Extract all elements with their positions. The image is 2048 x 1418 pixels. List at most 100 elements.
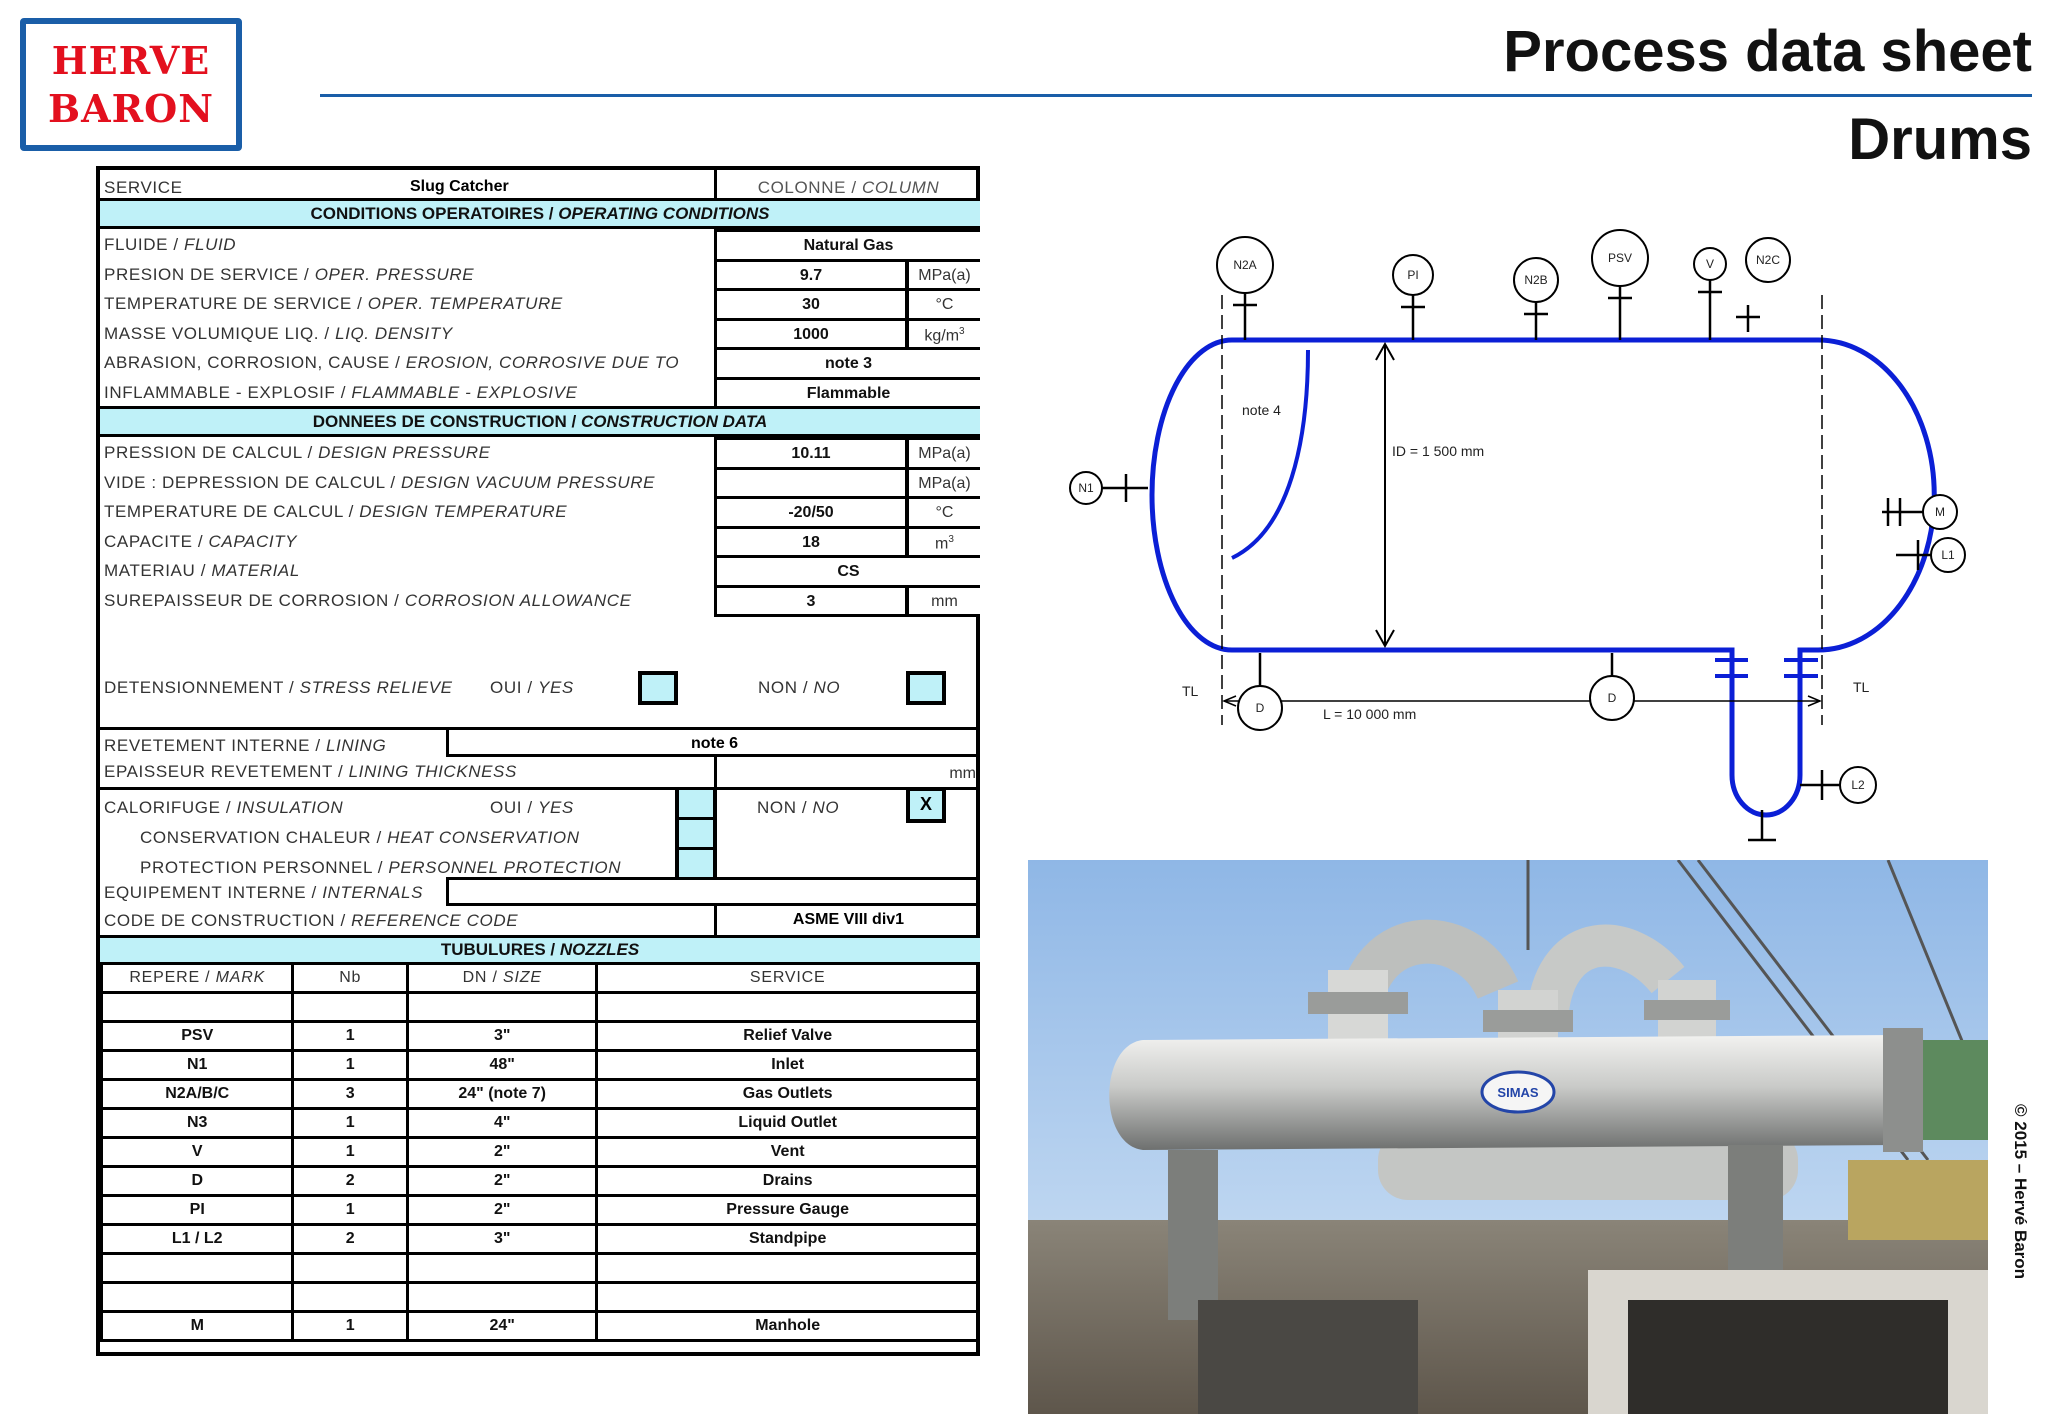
nozzle-mark-cell: N1 xyxy=(99,1049,295,1081)
heat-conservation-label: CONSERVATION CHALEUR / HEAT CONSERVATION xyxy=(140,828,580,847)
page-title: Process data sheet xyxy=(1503,19,2032,84)
insulation-block: CALORIFUGE / INSULATION OUI / YES CONSER… xyxy=(100,787,980,880)
con-unit-1: MPa(a) xyxy=(908,466,980,499)
con-unit-2: °C xyxy=(908,496,980,529)
nozzle-size-cell: 4" xyxy=(406,1107,599,1139)
lining-thickness-field[interactable]: mm xyxy=(714,757,980,787)
nozzle-row xyxy=(99,991,980,1023)
concrete-pit xyxy=(1628,1300,1948,1414)
nozzle-service-cell: Relief Valve xyxy=(595,1020,980,1052)
noz-band-en: NOZZLES xyxy=(559,940,640,959)
nozzle-nb-cell xyxy=(291,1252,410,1284)
nozzle-service-cell: Standpipe xyxy=(595,1223,980,1255)
heat-conservation-checkbox[interactable] xyxy=(679,820,713,850)
op-value-4: note 3 xyxy=(714,347,980,380)
mark-header: REPERE / MARK xyxy=(99,962,295,994)
insulation-no-checkbox[interactable]: X xyxy=(906,787,946,823)
nozzle-size-cell xyxy=(406,1252,599,1284)
tl-left: TL xyxy=(1182,683,1199,699)
tangent-lines xyxy=(1221,295,1823,725)
con-value-5: 3 xyxy=(714,584,908,617)
nozzle-balloon-l1: L1 xyxy=(1930,537,1966,573)
nozzle-balloon-pi: PI xyxy=(1392,254,1434,296)
op-unit-1: MPa(a) xyxy=(908,258,980,291)
con-label-5: SUREPAISSEUR DE CORROSION / CORROSION AL… xyxy=(104,590,632,610)
stress-yes-label: OUI / YES xyxy=(490,678,574,697)
pipe-bend-2 xyxy=(1527,924,1685,1014)
operating-conditions-band: CONDITIONS OPERATOIRES / OPERATING CONDI… xyxy=(100,198,980,229)
nozzle-service-cell xyxy=(595,1281,980,1313)
internal-baffle xyxy=(1231,349,1310,560)
herve-baron-logo: HERVE BARON xyxy=(20,18,242,151)
svg-text:M: M xyxy=(1935,505,1945,519)
stress-no-checkbox[interactable] xyxy=(906,671,946,705)
nozzle-service-cell xyxy=(595,991,980,1023)
con-label-4: MATERIAU / MATERIAL xyxy=(104,561,300,580)
nozzle-nb-cell xyxy=(291,1281,410,1313)
machinery xyxy=(1848,1160,1988,1240)
con-unit-0: MPa(a) xyxy=(908,437,980,470)
process-data-sheet: SERVICE Slug Catcher COLONNE / COLUMN CO… xyxy=(96,166,980,1356)
personnel-protection-checkbox[interactable] xyxy=(679,850,713,880)
nozzle-size-cell: 2" xyxy=(406,1136,599,1168)
nozzle-nb-cell: 2 xyxy=(291,1165,410,1197)
size-header: DN / SIZE xyxy=(406,962,599,994)
nozzle-balloon-n2a: N2A xyxy=(1216,236,1274,294)
svg-text:N2B: N2B xyxy=(1524,273,1547,287)
nozzle-balloon-n2c: N2C xyxy=(1745,237,1791,283)
svg-text:D: D xyxy=(1608,691,1617,705)
insulation-yes-checkbox[interactable] xyxy=(679,790,713,820)
nozzle-service-cell: Manhole xyxy=(595,1310,980,1342)
op-label-3: MASSE VOLUMIQUE LIQ. / LIQ. DENSITY xyxy=(104,323,453,343)
stress-yes-checkbox[interactable] xyxy=(638,671,678,705)
insulation-no-label: NON / NO xyxy=(757,798,840,817)
nozzle-mark-cell: V xyxy=(99,1136,295,1168)
construction-data-band: DONNEES DE CONSTRUCTION / CONSTRUCTION D… xyxy=(100,406,980,437)
flange-1 xyxy=(1308,992,1408,1014)
nozzle-nb-cell: 1 xyxy=(291,1136,410,1168)
nozzle-mark-cell: D xyxy=(99,1165,295,1197)
nozzle-service-cell: Pressure Gauge xyxy=(595,1194,980,1226)
nozzle-mark-cell: PSV xyxy=(99,1020,295,1052)
insulation-no-area: NON / NO xyxy=(717,790,980,880)
service-row: SERVICE Slug Catcher COLONNE / COLUMN xyxy=(100,166,980,198)
nozzle-nb-cell: 2 xyxy=(291,1223,410,1255)
excavation-left xyxy=(1198,1300,1418,1414)
con-unit-5: mm xyxy=(908,584,980,617)
svg-text:V: V xyxy=(1706,257,1714,271)
con-value-2: -20/50 xyxy=(714,496,908,529)
nozzle-size-cell: 48" xyxy=(406,1049,599,1081)
personnel-protection-label: PROTECTION PERSONNEL / PERSONNEL PROTECT… xyxy=(140,858,622,877)
connecting-pipe xyxy=(1923,1040,1988,1140)
nozzle-size-cell: 24" (note 7) xyxy=(406,1078,599,1110)
code-row: CODE DE CONSTRUCTION / REFERENCE CODE AS… xyxy=(100,906,980,935)
page-subtitle: Drums xyxy=(1848,107,2032,172)
op-value-3: 1000 xyxy=(714,317,908,350)
nozzle-balloon-psv: PSV xyxy=(1591,229,1649,287)
nozzle-service-cell: Inlet xyxy=(595,1049,980,1081)
op-label-5: INFLAMMABLE - EXPLOSIF / FLAMMABLE - EXP… xyxy=(104,382,578,402)
con-value-0: 10.11 xyxy=(714,437,908,470)
stress-relieve-label: DETENSIONNEMENT / STRESS RELIEVE xyxy=(104,678,453,697)
copyright-note: © 2015 – Hervé Baron xyxy=(2011,1104,2030,1279)
insulation-yes-label: OUI / YES xyxy=(490,798,574,817)
nozzle-service-cell: Gas Outlets xyxy=(595,1078,980,1110)
nameplate xyxy=(1480,1070,1556,1114)
service-value: Slug Catcher xyxy=(410,178,509,195)
op-label-4: ABRASION, CORROSION, CAUSE / EROSION, CO… xyxy=(104,353,680,372)
op-value-0: Natural Gas xyxy=(714,229,980,262)
nozzle-balloon-n2b: N2B xyxy=(1513,257,1559,303)
nozzle-nb-cell: 1 xyxy=(291,1049,410,1081)
con-band-en: CONSTRUCTION DATA xyxy=(580,412,768,431)
nozzles-header-row: REPERE / MARK Nb DN / SIZE SERVICE xyxy=(99,962,980,994)
top-nozzles: N2A PI N2B PSV V N2C xyxy=(1216,229,1791,340)
internals-field[interactable] xyxy=(446,877,980,906)
note-4: note 4 xyxy=(1242,402,1281,418)
nozzle-mark-cell xyxy=(99,991,295,1023)
